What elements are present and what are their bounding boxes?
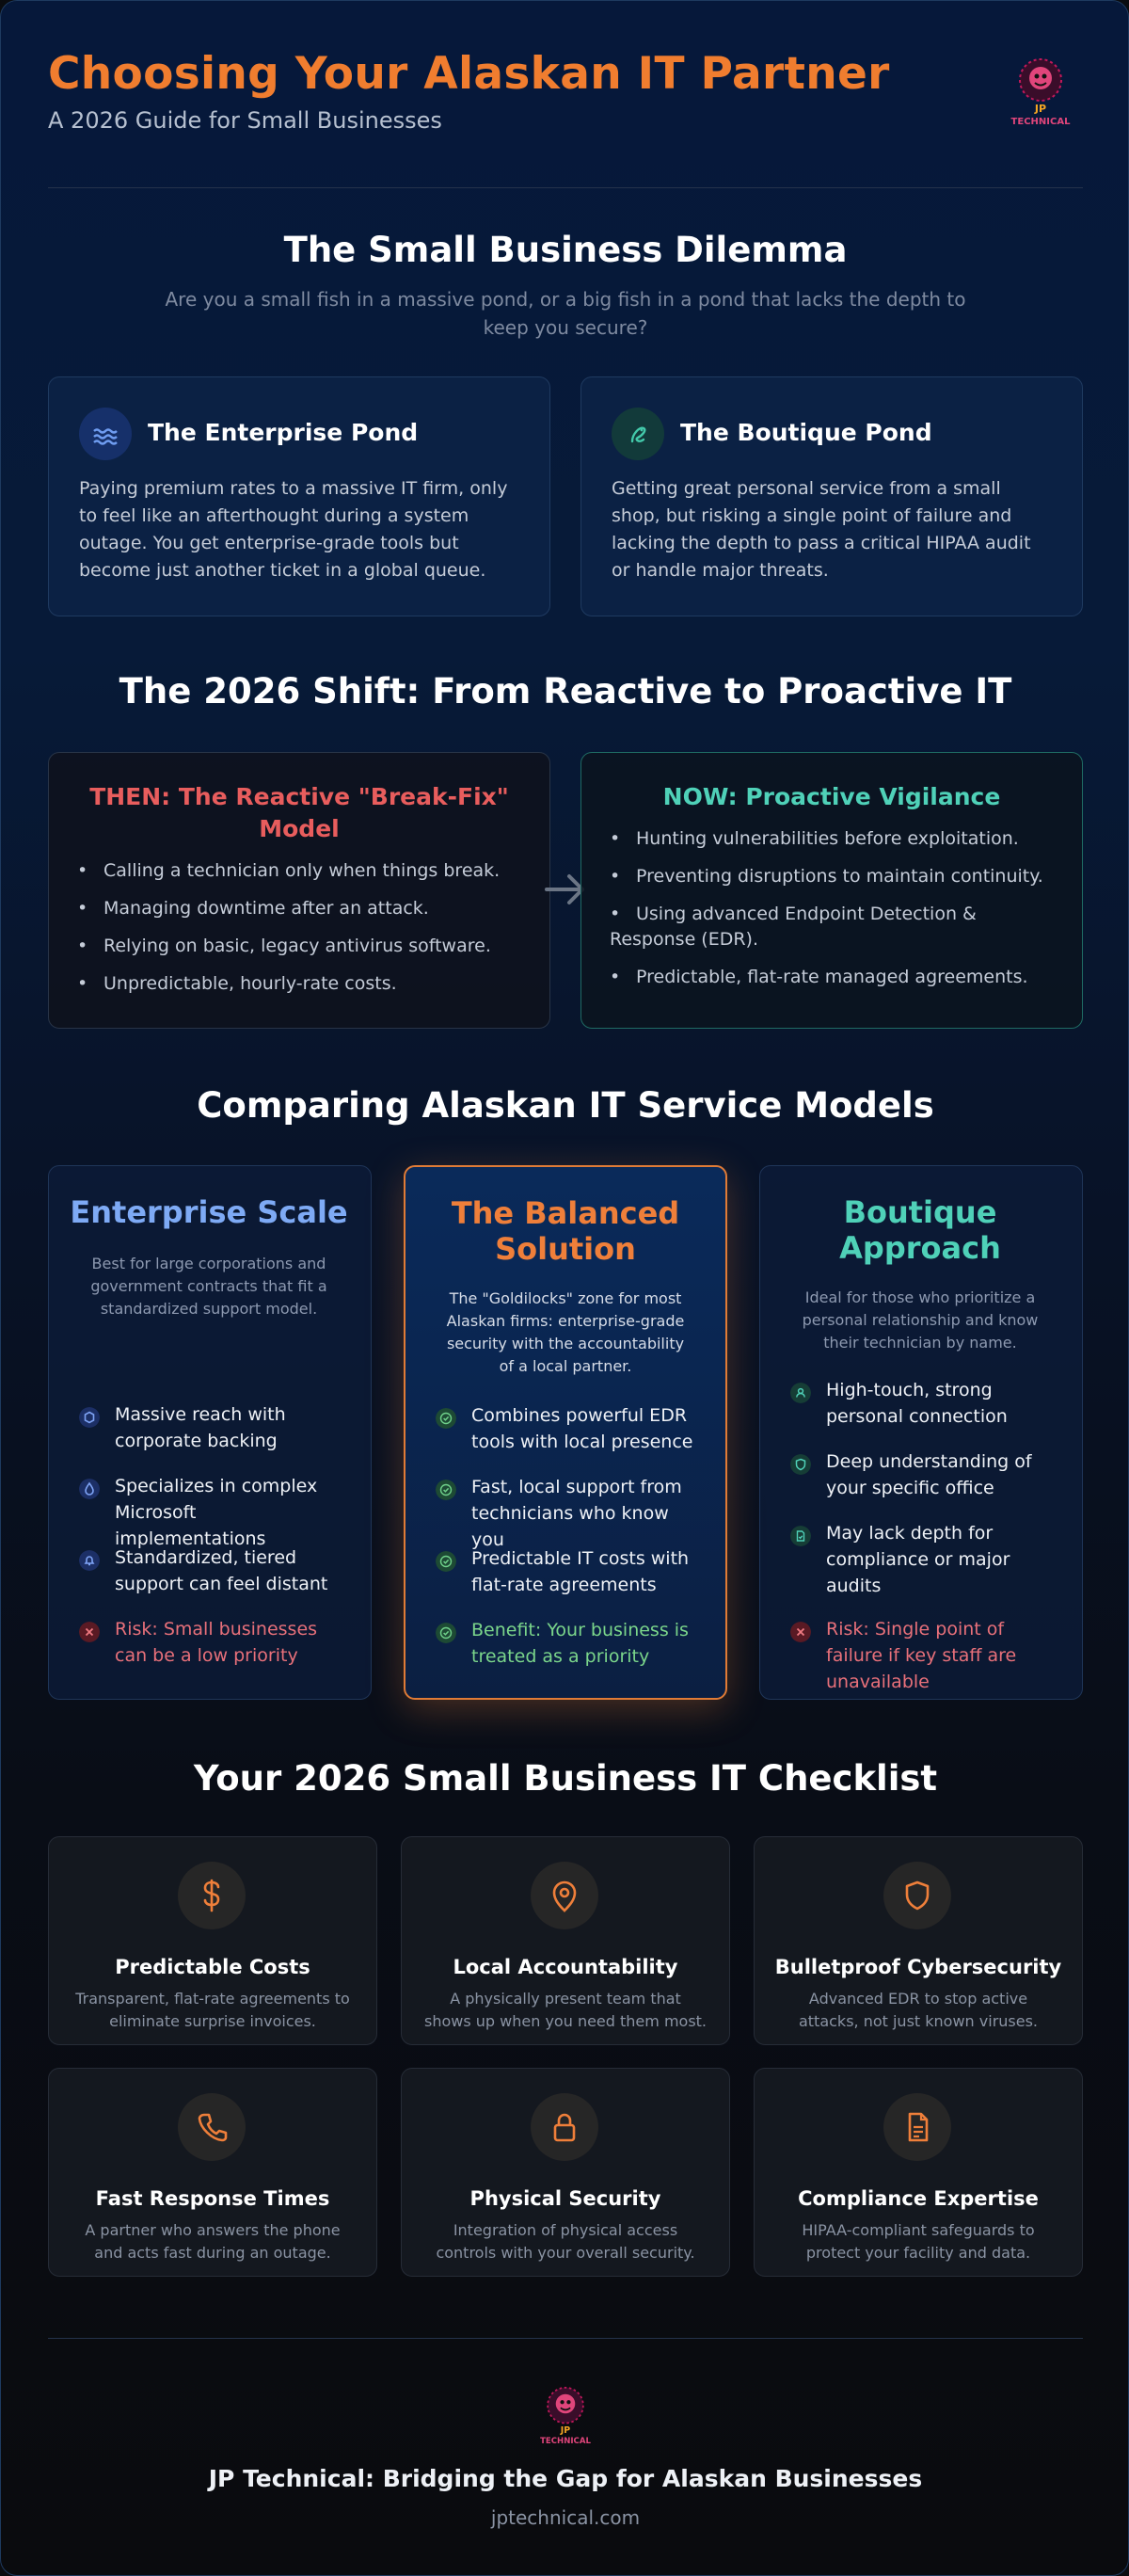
enterprise-pond-text: Paying premium rates to a massive IT fir… bbox=[79, 478, 508, 581]
then-item: Unpredictable, hourly-rate costs. bbox=[77, 971, 529, 997]
checklist-card: Compliance Expertise HIPAA-compliant saf… bbox=[754, 2068, 1083, 2277]
now-item: Using advanced Endpoint Detection & Resp… bbox=[610, 902, 1061, 952]
x-icon bbox=[790, 1622, 811, 1642]
checklist-card: Predictable Costs Transparent, flat-rate… bbox=[48, 1836, 377, 2045]
check-circle-icon bbox=[436, 1623, 456, 1643]
dilemma-title: The Small Business Dilemma bbox=[283, 230, 848, 270]
svg-text:JP: JP bbox=[1034, 103, 1046, 115]
header-divider bbox=[48, 187, 1083, 188]
waves-icon bbox=[79, 408, 132, 460]
boutique-pond-card: The Boutique Pond Getting great personal… bbox=[580, 376, 1083, 616]
checklist-title: Your 2026 Small Business IT Checklist bbox=[193, 1758, 938, 1799]
checklist-item-text: Advanced EDR to stop active attacks, not… bbox=[798, 1990, 1039, 2030]
jp-technical-logo: JP TECHNICAL bbox=[540, 2387, 591, 2446]
enterprise-scale-desc: Best for large corporations and governme… bbox=[90, 1255, 327, 1318]
checklist-item-text: A physically present team that shows up … bbox=[424, 1990, 708, 2030]
x-icon bbox=[79, 1622, 100, 1642]
balanced-solution-card: The Balanced Solution The "Goldilocks" z… bbox=[404, 1165, 727, 1700]
enterprise-scale-card: Enterprise Scale Best for large corporat… bbox=[48, 1165, 372, 1700]
shield-icon bbox=[883, 1862, 951, 1929]
shift-title: The 2026 Shift: From Reactive to Proacti… bbox=[119, 671, 1012, 712]
then-item: Relying on basic, legacy antivirus softw… bbox=[77, 934, 529, 959]
lock-icon bbox=[531, 2093, 598, 2161]
checklist-item-title: Predictable Costs bbox=[115, 1956, 310, 1978]
then-title: THEN: The Reactive "Break-Fix" Model bbox=[89, 783, 509, 842]
models-title: Comparing Alaskan IT Service Models bbox=[197, 1085, 934, 1126]
checklist-card: Fast Response Times A partner who answer… bbox=[48, 2068, 377, 2277]
footer-divider bbox=[48, 2338, 1083, 2339]
check-circle-icon bbox=[436, 1551, 456, 1572]
dollar-icon bbox=[178, 1862, 246, 1929]
check-circle-icon bbox=[436, 1408, 456, 1429]
bell-icon bbox=[79, 1550, 100, 1571]
checklist-item-title: Fast Response Times bbox=[95, 2187, 330, 2210]
checklist-card: Local Accountability A physically presen… bbox=[401, 1836, 730, 2045]
now-card: NOW: Proactive Vigilance Hunting vulnera… bbox=[580, 752, 1083, 1029]
svg-text:TECHNICAL: TECHNICAL bbox=[540, 2437, 591, 2446]
svg-text:TECHNICAL: TECHNICAL bbox=[1011, 117, 1072, 127]
balanced-solution-title: The Balanced Solution bbox=[451, 1195, 680, 1267]
user-icon bbox=[790, 1383, 811, 1403]
footer-url-link[interactable]: jptechnical.com bbox=[490, 2506, 641, 2529]
checklist-item-text: Integration of physical access controls … bbox=[436, 2221, 695, 2262]
boutique-approach-title: Boutique Approach bbox=[839, 1194, 1001, 1266]
checklist-card: Bulletproof Cybersecurity Advanced EDR t… bbox=[754, 1836, 1083, 2045]
document-icon bbox=[883, 2093, 951, 2161]
checklist-item-title: Physical Security bbox=[469, 2187, 661, 2210]
map-pin-icon bbox=[531, 1862, 598, 1929]
checklist-card: Physical Security Integration of physica… bbox=[401, 2068, 730, 2277]
droplet-icon bbox=[79, 1479, 100, 1499]
checklist-item-text: Transparent, flat-rate agreements to eli… bbox=[75, 1990, 350, 2030]
then-card: THEN: The Reactive "Break-Fix" Model Cal… bbox=[48, 752, 550, 1029]
balanced-solution-desc: The "Goldilocks" zone for most Alaskan f… bbox=[446, 1289, 685, 1375]
check-circle-icon bbox=[436, 1480, 456, 1500]
page-subtitle: A 2026 Guide for Small Businesses bbox=[48, 107, 442, 134]
enterprise-pond-title: The Enterprise Pond bbox=[148, 419, 419, 446]
then-item: Calling a technician only when things br… bbox=[77, 858, 529, 884]
then-item: Managing downtime after an attack. bbox=[77, 896, 529, 921]
phone-icon bbox=[178, 2093, 246, 2161]
fish-icon bbox=[612, 408, 664, 460]
checklist-item-title: Bulletproof Cybersecurity bbox=[774, 1956, 1062, 1978]
boutique-pond-title: The Boutique Pond bbox=[680, 419, 932, 446]
boutique-pond-text: Getting great personal service from a sm… bbox=[612, 478, 1031, 581]
file-check-icon bbox=[790, 1526, 811, 1546]
enterprise-scale-title: Enterprise Scale bbox=[70, 1194, 348, 1230]
checklist-item-title: Compliance Expertise bbox=[798, 2187, 1039, 2210]
shield-icon bbox=[790, 1454, 811, 1475]
now-item: Predictable, flat-rate managed agreement… bbox=[610, 965, 1061, 990]
header: Choosing Your Alaskan IT Partner A 2026 … bbox=[48, 48, 1083, 189]
checklist-item-title: Local Accountability bbox=[453, 1956, 678, 1978]
now-item: Preventing disruptions to maintain conti… bbox=[610, 864, 1061, 889]
checklist-item-text: A partner who answers the phone and acts… bbox=[85, 2221, 341, 2262]
boutique-approach-card: Boutique Approach Ideal for those who pr… bbox=[759, 1165, 1083, 1700]
now-item: Hunting vulnerabilities before exploitat… bbox=[610, 826, 1061, 852]
dilemma-subtitle: Are you a small fish in a massive pond, … bbox=[165, 288, 966, 339]
enterprise-pond-card: The Enterprise Pond Paying premium rates… bbox=[48, 376, 550, 616]
jp-technical-logo: JP TECHNICAL bbox=[1011, 58, 1072, 127]
hexagon-icon bbox=[79, 1407, 100, 1428]
now-title: NOW: Proactive Vigilance bbox=[662, 783, 1001, 810]
footer-title: JP Technical: Bridging the Gap for Alask… bbox=[208, 2465, 923, 2492]
boutique-approach-desc: Ideal for those who prioritize a persona… bbox=[802, 1288, 1039, 1352]
checklist-item-text: HIPAA-compliant safeguards to protect yo… bbox=[802, 2221, 1035, 2262]
page-title: Choosing Your Alaskan IT Partner bbox=[48, 48, 890, 100]
svg-text:JP: JP bbox=[560, 2425, 570, 2436]
